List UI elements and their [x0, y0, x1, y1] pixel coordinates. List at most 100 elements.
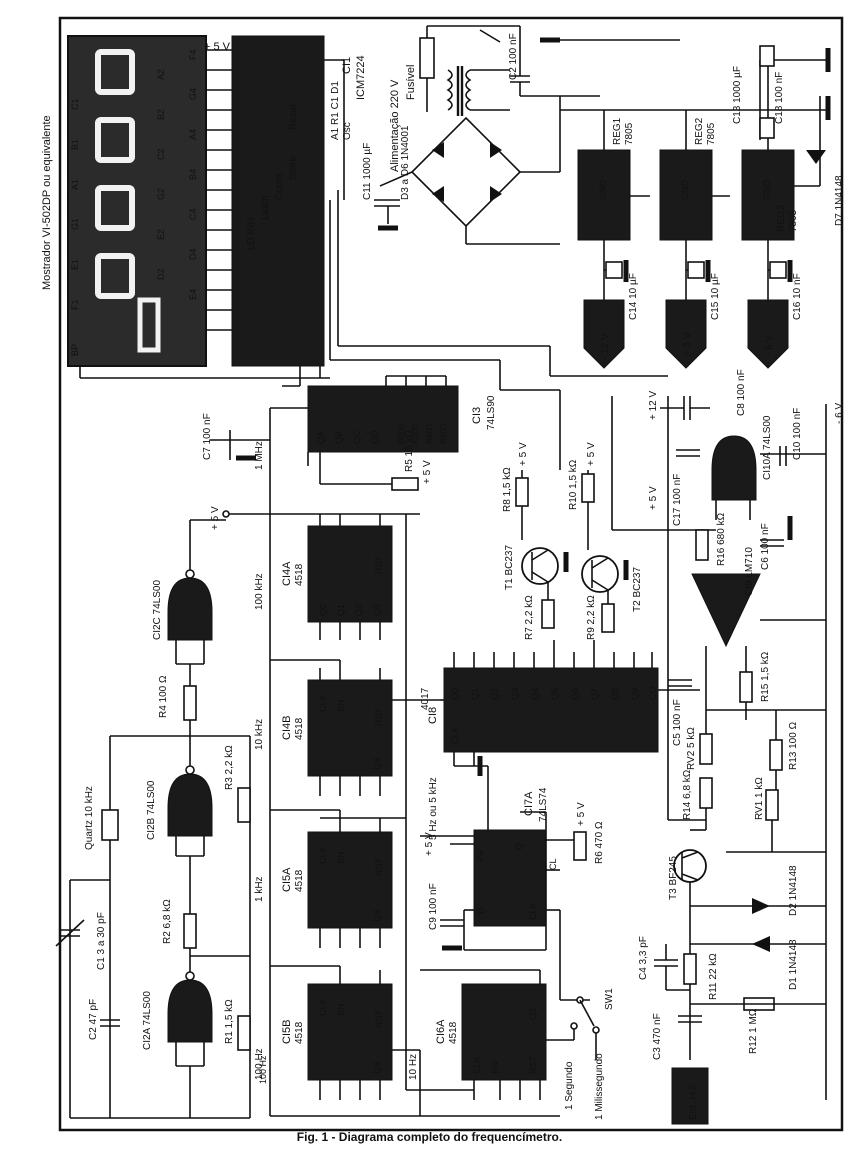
reg1-type: 7805	[624, 122, 635, 145]
ci4a-pin: Q0	[318, 604, 328, 616]
display-pin: F4	[188, 49, 198, 60]
ci4a-ref: CI4A	[281, 561, 293, 586]
r11-resistor	[683, 953, 697, 985]
freq-5hz: 5 Hz ou 5 kHz	[428, 777, 439, 840]
c3-cap	[678, 1003, 826, 1023]
ci3-pin: R9(2)	[439, 424, 448, 444]
output-terminal	[665, 299, 707, 369]
ci4b-pin: Q3	[372, 758, 382, 770]
r9-resistor	[601, 603, 615, 633]
display-pins-left: BP F1 E1 G1 A1 B1 C1	[70, 98, 80, 356]
r9-label: R9 2,2 kΩ	[586, 595, 597, 640]
reg3-body	[741, 149, 795, 241]
ci4a-pin: Q3	[372, 604, 382, 616]
c18-label: C18 100 nF	[774, 72, 785, 124]
output-label: - 6 V	[764, 335, 775, 356]
r14-resistor	[699, 777, 713, 809]
icm7224-pin-label: Count	[274, 173, 285, 200]
t1-label: T1 BC237	[504, 545, 515, 590]
display-pin: D2	[156, 268, 166, 280]
c5-label: C5 100 nF	[672, 699, 683, 746]
r6-label: R6 470 Ω	[594, 821, 605, 864]
r8-resistor	[515, 477, 529, 507]
hf-input-terminal[interactable]: Ent. H.F.	[671, 1067, 709, 1125]
sw1-option-1ms: 1 Milissegundo	[594, 1053, 605, 1120]
ci3-pin: R0(1)	[397, 424, 406, 444]
r7-label: R7 2,2 kΩ	[524, 595, 535, 640]
display-bus	[79, 49, 330, 379]
gate-ci2b	[167, 773, 213, 837]
output-label: - 12 V	[600, 333, 611, 360]
rv1-pot[interactable]	[765, 789, 779, 821]
d7-diode	[806, 150, 826, 164]
display-body	[67, 35, 207, 367]
ci3-pin: QD	[370, 430, 380, 444]
display-pin: B2	[156, 109, 166, 120]
c14-label: C14 10 µF	[628, 273, 639, 320]
ci5a-pin: RST	[374, 857, 384, 876]
display-pin: C2	[156, 148, 166, 160]
ci3-wires	[210, 375, 447, 1116]
r11-label: R11 22 kΩ	[708, 953, 719, 1000]
ci7a-pin: PR	[476, 849, 486, 862]
r1-label: R1 1,5 kΩ	[224, 999, 235, 1044]
freq-1mhz: 1 MHz	[254, 441, 265, 470]
display-pin: A4	[188, 129, 198, 140]
ci8-ref: CI8	[427, 707, 439, 724]
reg-pin: GND	[762, 180, 772, 201]
hf-input-label: Ent. H.F.	[688, 1082, 699, 1120]
rail-5v: + 5 V	[422, 460, 433, 484]
ci6a-pin: EN	[490, 1061, 500, 1074]
sw1-switch[interactable]: SW1 1 Segundo 1 Milissegundo	[564, 988, 615, 1120]
t3-label: T3 BF245	[668, 856, 679, 900]
r7-resistor	[541, 599, 555, 629]
r5-label: R5 15 kΩ	[404, 430, 415, 472]
c15-label: C15 10 µF	[710, 273, 721, 320]
ci5a-pin: Q3	[372, 910, 382, 922]
rail-5v-t1: + 5 V	[518, 442, 529, 466]
ci8-pin: Q4	[530, 688, 540, 700]
rv2-pot[interactable]	[699, 733, 713, 765]
output-label: + 5 V	[682, 332, 693, 356]
icm-wires	[282, 59, 668, 530]
ci8-pin: Q5	[550, 688, 560, 700]
d2-label: D2 1N4148	[788, 865, 799, 916]
ci7a-pin: CL	[548, 858, 558, 870]
display-pin: A2	[156, 69, 166, 80]
sw1-option-1s: 1 Segundo	[564, 1061, 575, 1110]
mains-label: Alimentação 220 V	[389, 79, 401, 172]
reg2-type: 7805	[706, 122, 717, 145]
icm7224-pin-label: LD INH	[246, 217, 257, 250]
ci5b-chip: CI5B 4518 CLK EN RST Q3	[281, 983, 393, 1081]
ci5a-pin: EN	[336, 851, 346, 864]
quartz-crystal	[101, 809, 119, 841]
r2-resistor	[183, 913, 197, 949]
c16-cap	[769, 261, 787, 279]
c15-cap	[687, 261, 705, 279]
r14-label: R14 6,8 kΩ	[682, 769, 693, 820]
display-pin: B4	[188, 169, 198, 180]
ci4b-pin: RST	[374, 707, 384, 726]
r10-label: R10 1,5 kΩ	[568, 459, 579, 510]
c9-cap	[440, 919, 464, 927]
reg1-body	[577, 149, 631, 241]
ci4b-pin: EN	[336, 699, 346, 712]
c2-label: C2 100 nF	[508, 33, 519, 80]
ci5b-pin: RST	[374, 1009, 384, 1028]
display-pin: BP	[70, 344, 80, 356]
r1-resistor	[237, 1015, 251, 1051]
gate-ci2b-label: CI2B 74LS00	[146, 780, 157, 840]
ci4a-type: 4518	[294, 563, 305, 586]
c13-label: C13 1000 µF	[732, 66, 743, 124]
rv1-label: RV1 1 kΩ	[754, 777, 765, 820]
r13-resistor	[769, 739, 783, 771]
ci4b-ref: CI4B	[281, 716, 293, 740]
ci6a-pin: Q3	[528, 1008, 538, 1020]
freq-1khz: 1 kHz	[254, 876, 265, 902]
transformer-secondary	[465, 69, 472, 111]
reg-wires	[560, 59, 830, 300]
c11-label: C11 1000 µF	[362, 143, 373, 200]
ci6a-chip: CI6A 4518 CLK EN RST Q3	[435, 983, 547, 1081]
transformer-primary	[446, 69, 453, 111]
ci7a-chip: CI7A 74LS74 PR D CLK Q CL	[473, 787, 558, 927]
